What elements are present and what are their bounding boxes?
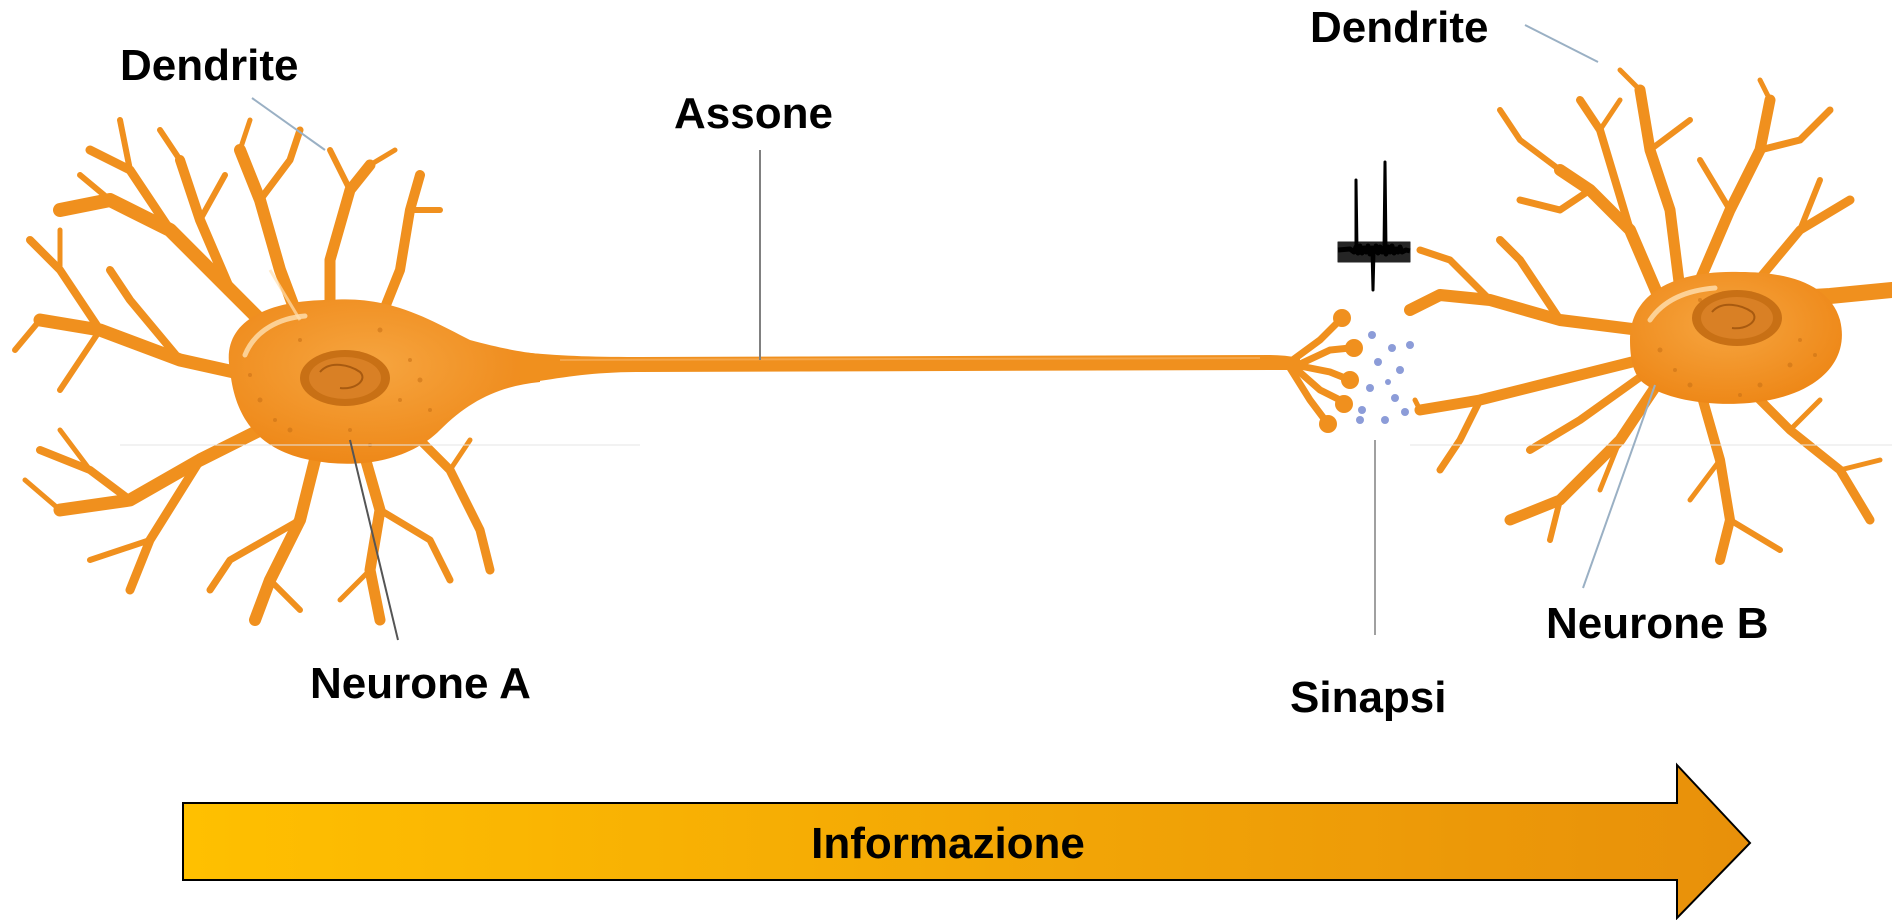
leader-lines	[251, 24, 1656, 641]
leader-dendrite-left	[251, 97, 326, 151]
neuron-a-cell	[12, 117, 1363, 626]
axon	[520, 352, 1300, 384]
label-dendrite-left: Dendrite	[120, 41, 298, 90]
spike-trace-icon	[1337, 160, 1411, 292]
neuron-b-granules	[1657, 298, 1817, 397]
axon-terminals	[1286, 316, 1354, 424]
arrow-label: Informazione	[811, 819, 1085, 868]
label-neuron-a: Neurone A	[310, 659, 531, 708]
neuron-a-nucleus	[300, 350, 390, 406]
information-flow-arrow: Informazione	[182, 762, 1752, 920]
arrow-shape	[182, 762, 1752, 920]
neuron-b-cell	[1404, 67, 1892, 565]
neuron-a-granules	[248, 327, 432, 447]
neurotransmitter-dots	[1356, 331, 1414, 424]
label-dendrite-right: Dendrite	[1310, 3, 1488, 52]
label-neuron-b: Neurone B	[1546, 599, 1768, 648]
neuron-b-nucleus	[1692, 290, 1782, 346]
neuron-b-dendrites	[1404, 67, 1892, 565]
label-axon: Assone	[674, 89, 833, 138]
leader-neuron-a	[349, 439, 399, 641]
terminal-boutons	[1319, 309, 1363, 433]
label-synapse: Sinapsi	[1290, 673, 1447, 722]
leader-dendrite-right	[1524, 24, 1599, 63]
leader-neuron-b	[1582, 384, 1656, 589]
